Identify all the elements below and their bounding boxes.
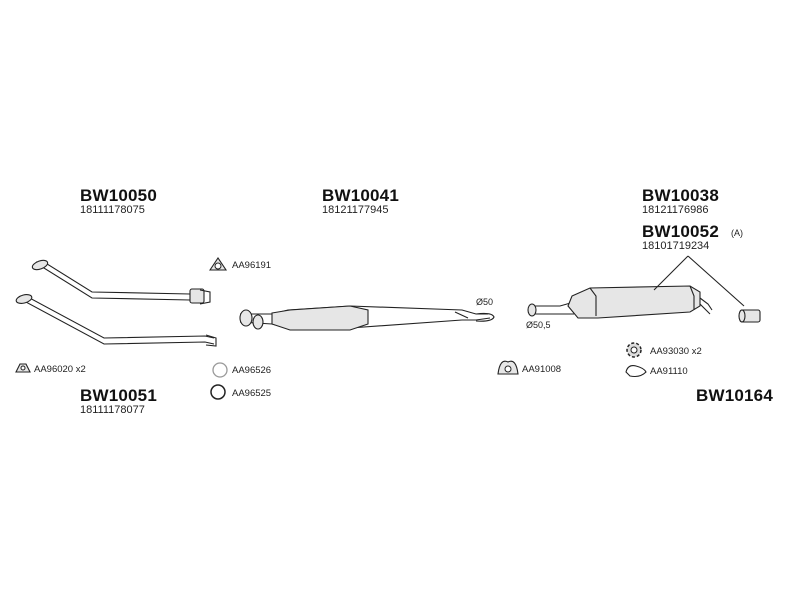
accessory-label-aa96526: AA96526 [232,365,272,376]
dimension-d50: Ø50 [476,297,494,307]
accessory-label-aa96191: AA96191 [232,260,272,271]
ring-2-icon [210,384,226,400]
part-code-bw10041: BW10041 [322,186,399,205]
rubber-mount-icon [626,342,642,358]
part-note-bw10052: (A) [731,228,743,238]
accessory-label-aa96525: AA96525 [232,388,272,399]
part-code-bw10052: BW10052 [642,222,719,241]
leader-lines [653,255,745,307]
gasket-top-icon [208,257,228,271]
part-number-bw10041: 18121177945 [322,204,389,216]
part-code-bw10164: BW10164 [696,386,773,405]
part-number-bw10038: 18121176986 [642,204,709,216]
part-code-bw10050: BW10050 [80,186,157,205]
adapter-sleeve [738,309,761,323]
accessory-label-aa93030: AA93030 x2 [650,346,702,357]
accessory-label-aa96020: AA96020 x2 [34,364,86,375]
hanger-icon [625,365,647,378]
part-code-bw10051: BW10051 [80,386,157,405]
clamp-icon [497,360,519,375]
bolt-icon [15,363,31,373]
part-number-bw10052: 18101719234 [642,240,710,252]
front-pipe-lower [15,294,217,347]
ring-1-icon [212,362,228,378]
middle-silencer [239,305,495,331]
dimension-d50-5: Ø50,5 [526,320,551,330]
accessory-label-aa91008: AA91008 [522,364,562,375]
part-number-bw10050: 18111178075 [80,204,145,216]
rear-silencer [527,285,713,319]
part-number-bw10051: 18111178077 [80,404,145,416]
front-pipe-upper [31,259,211,305]
accessory-label-aa91110: AA91110 [650,366,688,377]
part-code-bw10038: BW10038 [642,186,719,205]
